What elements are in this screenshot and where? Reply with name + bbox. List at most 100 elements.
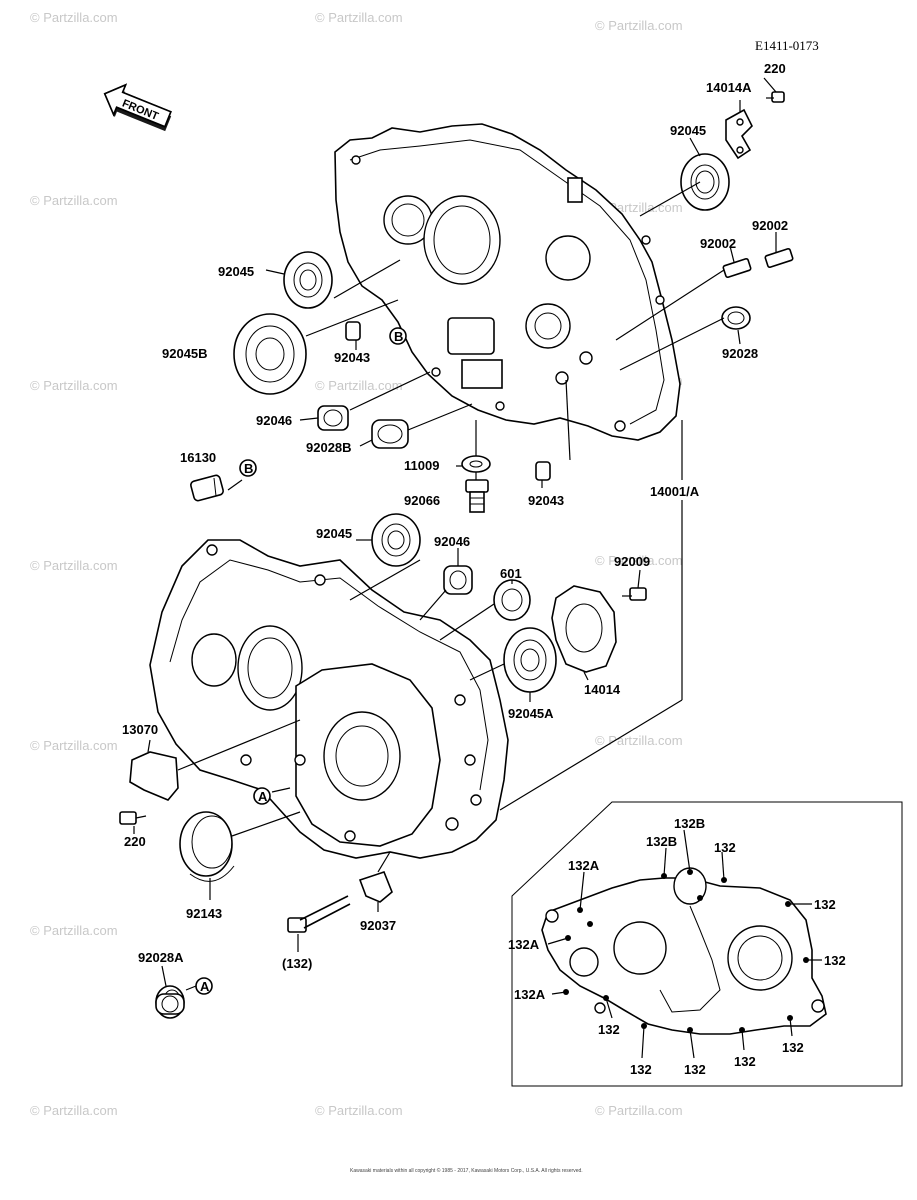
label-92043-top: 92043 [334,350,370,365]
bearing-92045-top [680,153,730,211]
watermark: © Partzilla.com [315,10,403,25]
callout-b-upper [389,327,407,345]
label-92046-low: 92046 [434,534,470,549]
bolt-132 [287,895,351,933]
label-92045-top: 92045 [670,123,706,138]
label-a-seal: A [200,979,210,994]
label-220-low: 220 [124,834,146,849]
label-b-upper: B [394,329,403,344]
inset-label-132-b1: 132 [598,1022,620,1037]
label-92045B: 92045B [162,346,208,361]
watermark: © Partzilla.com [30,10,118,25]
diagram-code: E1411-0173 [755,38,819,53]
label-92028B: 92028B [306,440,352,455]
label-92002-a: 92002 [700,236,736,251]
part-labels: 220 14014A 92045 92002 92002 92028 92045… [122,61,788,994]
inset-label-132-r1: 132 [814,897,836,912]
gasket-11009 [461,455,491,473]
watermark: © Partzilla.com [315,378,403,393]
label-601: 601 [500,566,522,581]
watermark: © Partzilla.com [30,558,118,573]
dowel-92043-mid [535,461,551,481]
label-92143: 92143 [186,906,222,921]
stud-92002-b [764,247,794,269]
callout-a-case [253,787,271,805]
bushing-92028B [371,419,409,449]
inset-label-132A-l1: 132A [508,937,540,952]
front-arrow-icon: FRONT [103,83,172,132]
label-92066: 92066 [404,493,440,508]
cover-14014 [551,585,617,673]
dowel-92043-top [345,321,361,341]
watermark: © Partzilla.com [30,1103,118,1118]
watermark: © Partzilla.com [595,733,683,748]
clamp-92037 [358,871,393,903]
label-92009: 92009 [614,554,650,569]
label-a-case: A [258,789,268,804]
bolt-220-top [766,91,785,103]
label-b-left: B [244,461,253,476]
bearing-92046-low [443,565,473,595]
watermark: © Partzilla.com [30,378,118,393]
plug-92066 [465,479,489,513]
inset-label-132B-top: 132B [674,816,705,831]
label-14001A: 14001/A [650,484,700,499]
label-92028: 92028 [722,346,758,361]
bracket-14014A [725,108,753,160]
label-92046-upper: 92046 [256,413,292,428]
label-92045-low: 92045 [316,526,352,541]
inset-label-132B: 132B [646,834,677,849]
label-14014A: 14014A [706,80,752,95]
label-16130: 16130 [180,450,216,465]
inset-label-132-b4: 132 [734,1054,756,1069]
watermark: © Partzilla.com [595,1103,683,1118]
callout-b-left [239,459,257,477]
label-92045-mid: 92045 [218,264,254,279]
bushing-92028 [721,306,751,330]
label-11009: 11009 [404,458,439,473]
bearing-92045A [503,627,557,693]
inset-label-132A-l2: 132A [514,987,546,1002]
label-13070: 13070 [122,722,158,737]
watermark: © Partzilla.com [30,193,118,208]
inset-label-132-b5: 132 [782,1040,804,1055]
copyright-footer: Kawasaki materials within all copyright … [350,1167,583,1174]
screw-92009 [622,587,647,601]
watermark: © Partzilla.com [315,1103,403,1118]
inset-label-132-r2: 132 [824,953,846,968]
inset-label-132-b3: 132 [684,1062,706,1077]
upper-crankcase [334,123,681,441]
stud-92002-a [722,257,752,279]
lower-crankcase [149,539,509,859]
watermark: © Partzilla.com [595,553,683,568]
inset-label-132A-top: 132A [568,858,600,873]
label-220-top: 220 [764,61,786,76]
label-92043-mid: 92043 [528,493,564,508]
bearing-601 [493,579,531,621]
fitting-16130 [190,474,224,502]
bearing-92045-mid [283,251,333,309]
label-132-bolt: (132) [282,956,312,971]
seal-92028A [155,985,185,1019]
callout-a-seal [195,977,213,995]
label-92002-b: 92002 [752,218,788,233]
bearing-92045B [233,313,307,395]
watermark: © Partzilla.com [30,923,118,938]
bearing-92046-upper [317,405,349,431]
bolt-220-low [119,811,147,825]
label-92045A: 92045A [508,706,554,721]
seal-92143 [179,811,235,882]
label-92028A: 92028A [138,950,184,965]
bolt-layout-inset [511,801,903,1087]
inset-label-132-a: 132 [714,840,736,855]
label-14014: 14014 [584,682,621,697]
inset-labels: 132B 132B 132 132A 132 132A 132 132A 132… [508,816,846,1077]
watermark: © Partzilla.com [30,738,118,753]
plate-13070 [129,751,179,801]
label-92037: 92037 [360,918,396,933]
leader-lines [133,77,777,991]
bearing-92045-low [371,513,421,567]
inset-label-132-b2: 132 [630,1062,652,1077]
